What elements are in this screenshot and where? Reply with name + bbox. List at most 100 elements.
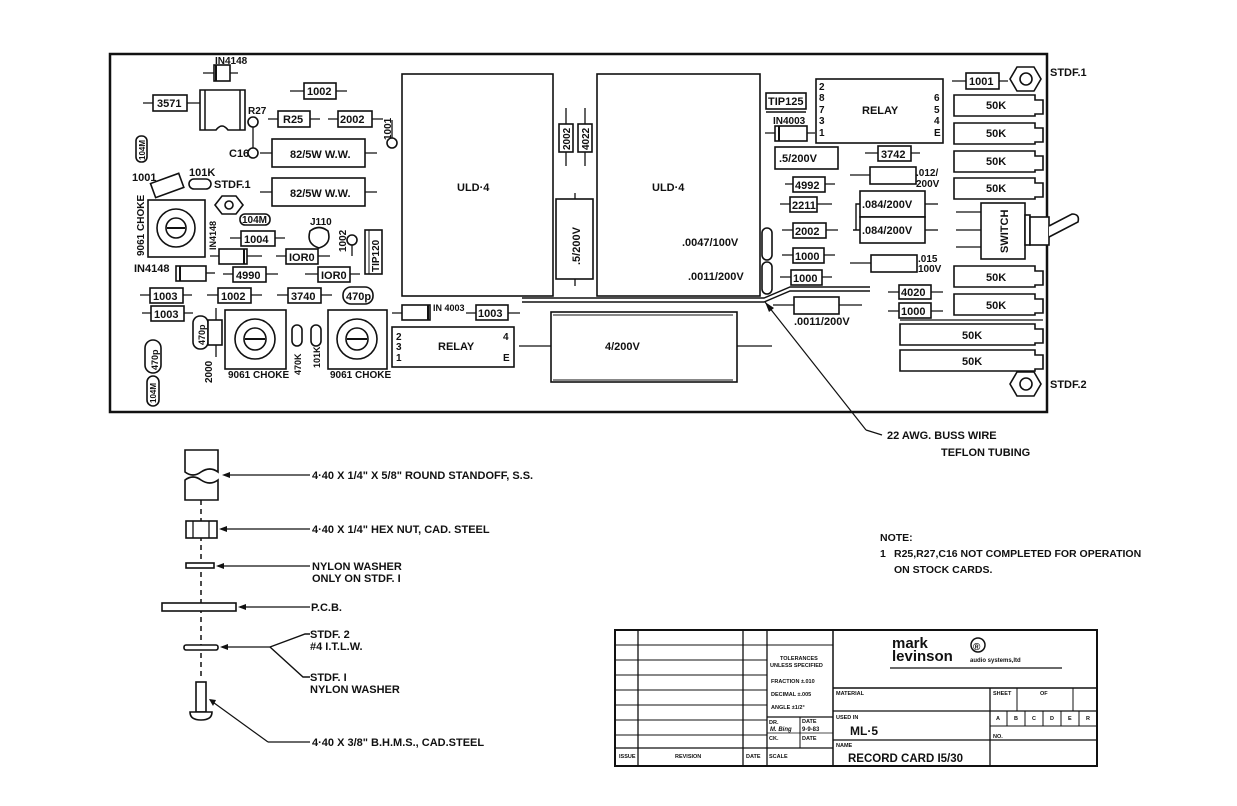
svg-text:2: 2 bbox=[396, 332, 402, 343]
diode-label-vertical: IN4148 bbox=[208, 221, 218, 250]
svg-text:NYLON WASHER: NYLON WASHER bbox=[310, 684, 400, 696]
svg-text:ULD·4: ULD·4 bbox=[652, 182, 685, 194]
hardware-screw: 4·40 X 3/8" B.H.M.S., CAD.STEEL bbox=[189, 681, 484, 749]
svg-text:OF: OF bbox=[1040, 691, 1048, 697]
svg-text:4990: 4990 bbox=[236, 270, 260, 282]
resistor-3740: 3740 bbox=[277, 287, 332, 304]
svg-text:ULD·4: ULD·4 bbox=[457, 182, 490, 194]
svg-text:3: 3 bbox=[819, 116, 825, 127]
choke-9061-left: 9061 CHOKE bbox=[136, 195, 206, 258]
svg-text:NO.: NO. bbox=[993, 734, 1003, 740]
resistor-1002-top: 1002 bbox=[290, 82, 347, 100]
diode-in4148-bottom: IN4148 bbox=[134, 263, 215, 282]
svg-text:D: D bbox=[1050, 716, 1054, 722]
svg-text:1002: 1002 bbox=[307, 86, 331, 98]
resistor-1001-angled bbox=[149, 172, 185, 199]
capacitor-012-200v: .012/ 200V bbox=[850, 166, 940, 190]
svg-text:101K: 101K bbox=[189, 167, 215, 179]
svg-text:NYLON WASHER: NYLON WASHER bbox=[312, 561, 402, 573]
svg-text:50K: 50K bbox=[962, 356, 982, 368]
toggle-switch: SWITCH bbox=[956, 202, 1080, 260]
svg-text:J110: J110 bbox=[310, 217, 332, 228]
svg-text:ANGLE ±1/2°: ANGLE ±1/2° bbox=[771, 705, 805, 711]
svg-text:TIP120: TIP120 bbox=[371, 239, 382, 272]
title-block: ISSUE REVISION DATE SCALE TOLERANCES UNL… bbox=[614, 629, 1098, 767]
relay-bottom: 2 3 1 4 E RELAY bbox=[391, 326, 515, 368]
svg-text:3742: 3742 bbox=[881, 149, 905, 161]
svg-text:50K: 50K bbox=[986, 128, 1006, 140]
resistor-1004: 1004 bbox=[230, 230, 285, 247]
svg-text:82/5W W.W.: 82/5W W.W. bbox=[290, 149, 351, 161]
svg-text:DATE: DATE bbox=[802, 736, 817, 742]
svg-text:SCALE: SCALE bbox=[769, 754, 788, 760]
svg-text:104M: 104M bbox=[138, 140, 147, 160]
test-point-r27: R27 C16 bbox=[229, 106, 267, 160]
svg-text:P.C.B.: P.C.B. bbox=[311, 602, 342, 614]
svg-text:.0011/200V: .0011/200V bbox=[688, 271, 744, 283]
hardware-hex-nut: 4·40 X 1/4" HEX NUT, CAD. STEEL bbox=[185, 520, 490, 539]
mark-levinson-logo: mark levinson ® audio systems,ltd bbox=[890, 635, 1062, 669]
svg-text:1: 1 bbox=[880, 548, 886, 560]
svg-text:RELAY: RELAY bbox=[438, 341, 475, 353]
capacitor-4-200v: 4/200V bbox=[519, 311, 772, 383]
svg-text:DATE: DATE bbox=[802, 719, 817, 725]
resistor-1003-a: 1003 bbox=[140, 287, 192, 304]
trimpot-50k-1: 50K bbox=[953, 94, 1044, 117]
svg-text:STDF.1: STDF.1 bbox=[214, 179, 251, 191]
heatsink-component bbox=[199, 89, 246, 131]
svg-text:.0011/200V: .0011/200V bbox=[794, 316, 850, 328]
svg-text:1001: 1001 bbox=[383, 117, 394, 140]
svg-text:1003: 1003 bbox=[153, 291, 177, 303]
choke-9061-bottom-a: 9061 CHOKE bbox=[224, 309, 289, 381]
svg-text:2002: 2002 bbox=[340, 114, 364, 126]
resistor-3571: 3571 bbox=[143, 94, 200, 112]
svg-text:4/200V: 4/200V bbox=[605, 341, 641, 353]
resistor-1003-c: 1003 bbox=[466, 304, 520, 321]
svg-text:2: 2 bbox=[819, 82, 825, 93]
svg-text:2000: 2000 bbox=[204, 360, 215, 383]
svg-text:B: B bbox=[1014, 716, 1018, 722]
trimpot-50k-2: 50K bbox=[953, 122, 1044, 145]
resistor-1003-b: 1003 bbox=[142, 305, 193, 322]
resistor-1000-b: 1000 bbox=[780, 269, 832, 286]
svg-text:1: 1 bbox=[396, 353, 402, 364]
svg-text:4020: 4020 bbox=[901, 287, 925, 299]
resistor-4020: 4020 bbox=[888, 284, 943, 300]
capacitor-104m-bottom: 104M bbox=[146, 375, 160, 407]
diode-vertical-mid bbox=[210, 248, 262, 265]
svg-text:4: 4 bbox=[934, 116, 940, 127]
svg-text:1000: 1000 bbox=[793, 273, 817, 285]
resistor-4992: 4992 bbox=[785, 176, 835, 193]
resistor-10r0-b: IOR0 bbox=[305, 266, 360, 283]
svg-text:TOLERANCES: TOLERANCES bbox=[780, 656, 818, 662]
svg-text:50K: 50K bbox=[986, 156, 1006, 168]
svg-text:50K: 50K bbox=[986, 272, 1006, 284]
svg-text:E: E bbox=[503, 353, 510, 364]
svg-text:.084/200V: .084/200V bbox=[862, 199, 913, 211]
part-470k: 470K bbox=[291, 324, 303, 375]
svg-text:levinson: levinson bbox=[892, 648, 953, 665]
svg-text:470p: 470p bbox=[150, 349, 160, 370]
svg-text:3740: 3740 bbox=[291, 291, 315, 303]
svg-text:IN 4003: IN 4003 bbox=[433, 303, 465, 313]
hardware-lock-washer: STDF. 2 #4 I.T.L.W. STDF. I NYLON WASHER bbox=[183, 629, 400, 696]
svg-text:R25: R25 bbox=[283, 114, 303, 126]
svg-text:STDF. I: STDF. I bbox=[310, 672, 347, 684]
capacitor-470p-b: 470p 2000 bbox=[192, 308, 223, 383]
svg-text:1000: 1000 bbox=[901, 306, 925, 318]
svg-text:470K: 470K bbox=[293, 353, 303, 375]
svg-text:E: E bbox=[934, 128, 941, 139]
svg-text:50K: 50K bbox=[986, 100, 1006, 112]
wirewound-resistor-1: 82/5W W.W. bbox=[260, 138, 377, 168]
trimpot-50k-7: 50K bbox=[899, 319, 1044, 346]
svg-text:#4 I.T.L.W.: #4 I.T.L.W. bbox=[310, 641, 363, 653]
part-101k: 101K bbox=[188, 167, 215, 190]
resistor-1001-vertical: 1001 bbox=[383, 117, 398, 149]
module-uld4-right: ULD·4 .0047/100V .0011/200V bbox=[596, 73, 761, 297]
svg-text:DECIMAL ±.005: DECIMAL ±.005 bbox=[771, 692, 811, 698]
relay-top: 2 8 7 3 1 6 5 4 E RELAY bbox=[815, 78, 944, 144]
resistor-r25: R25 bbox=[268, 110, 320, 128]
capacitor-0.5-200v-vertical: .5/200V bbox=[555, 193, 594, 286]
svg-text:2002: 2002 bbox=[562, 127, 573, 150]
